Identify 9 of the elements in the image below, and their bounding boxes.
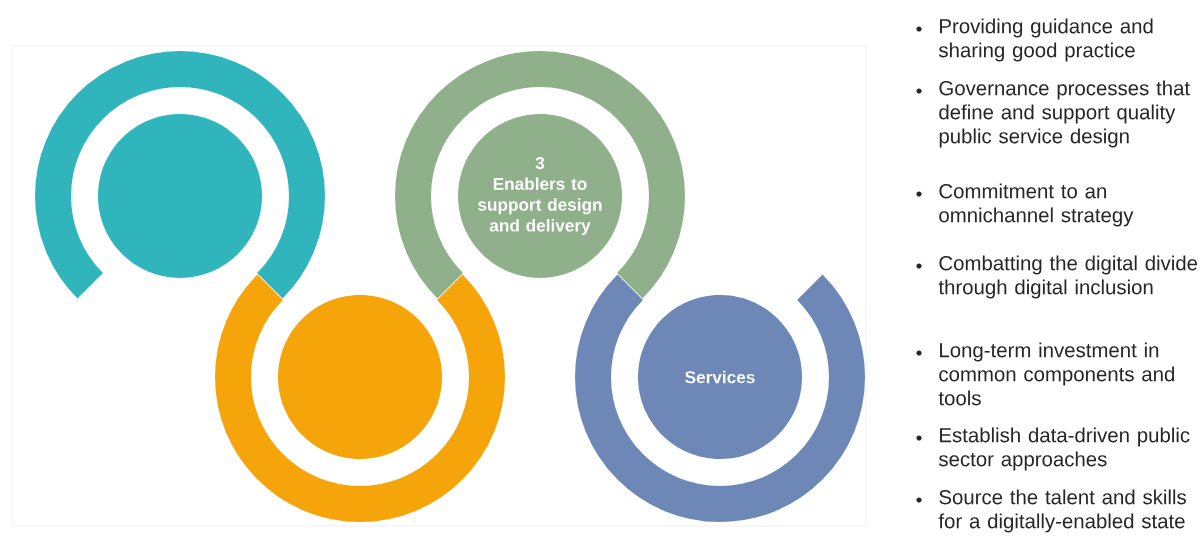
bullet-item: Commitment to an omnichannel strategy (916, 183, 1134, 227)
bullet-item: Long-term investment in common components and tools (916, 342, 1175, 406)
bullet-item: Establish data-driven public sector approaches (916, 427, 1190, 471)
bullet-item: Source the talent and skills for a digitally-enabled state (916, 489, 1186, 533)
bullet-item: Combatting the digital divide through digital inclusion (916, 255, 1198, 299)
circle (278, 295, 442, 459)
circle (98, 114, 262, 278)
bullet-item: Providing guidance and sharing good practice (916, 18, 1153, 62)
bullet-item: Governance processes that define and support quality public service design (916, 80, 1190, 148)
